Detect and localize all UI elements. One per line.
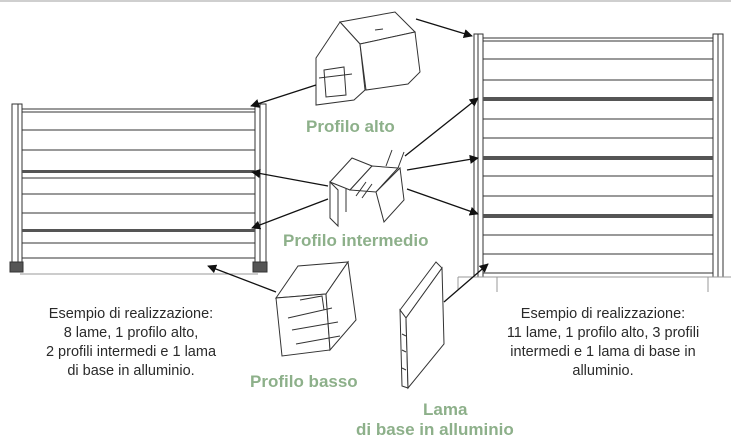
label-lama-line1: Lama (423, 400, 468, 419)
right-fence (457, 33, 731, 292)
left-fence (9, 103, 268, 275)
arrow-int-left-1 (251, 169, 329, 187)
lama-drawing (399, 261, 445, 390)
right-fence-posts (473, 33, 724, 278)
callout-arrows (207, 18, 489, 303)
right-fence-ground (457, 276, 731, 292)
arrow-int-left-2 (251, 198, 329, 230)
arrow-int-right-mid (406, 154, 479, 171)
left-example-line: 2 profili intermedi e 1 lama (45, 344, 217, 360)
right-example-line: intermedi e 1 lama di base in (510, 344, 696, 360)
arrow-int-right-top (404, 97, 479, 157)
label-lama-line2: di base in alluminio (356, 420, 514, 439)
left-fence-posts (9, 103, 268, 273)
right-example-text: Esempio di realizzazione: 11 lame, 1 pro… (478, 305, 728, 381)
left-fence-bands (22, 170, 255, 232)
label-profilo-basso: Profilo basso (250, 372, 358, 391)
label-profilo-intermedio: Profilo intermedio (283, 231, 429, 250)
right-example-line: alluminio. (572, 363, 634, 379)
arrow-alto-left (250, 84, 317, 108)
right-example-line: Esempio di realizzazione: (520, 306, 686, 322)
profilo-alto-drawing (315, 11, 421, 106)
left-example-line: 8 lame, 1 profilo alto, (63, 325, 199, 341)
right-fence-bands (483, 97, 713, 218)
right-example-line: 11 lame, 1 profilo alto, 3 profili (506, 325, 700, 341)
arrow-basso (207, 264, 277, 293)
left-fence-slats (22, 108, 255, 259)
left-example-line: di base in alluminio. (67, 363, 195, 379)
arrow-alto-right (415, 18, 473, 38)
right-fence-slats (483, 37, 713, 274)
label-profilo-alto: Profilo alto (306, 117, 395, 136)
left-example-line: Esempio di realizzazione: (48, 306, 214, 322)
profilo-intermedio-drawing (329, 149, 405, 228)
arrow-int-right-low (406, 188, 479, 216)
profilo-basso-drawing (274, 260, 357, 357)
left-example-text: Esempio di realizzazione: 8 lame, 1 prof… (8, 305, 254, 381)
arrow-lama (443, 263, 489, 303)
